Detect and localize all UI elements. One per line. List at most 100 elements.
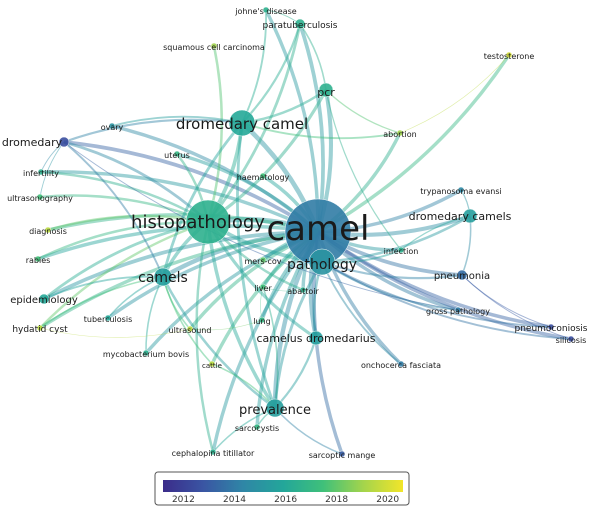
- link-histopathology-prevalence: [206, 221, 277, 409]
- node-dromedary[interactable]: [58, 136, 70, 148]
- link-abortion-testosterone: [399, 54, 510, 134]
- node-testosterone[interactable]: [505, 51, 513, 59]
- label-prevalence[interactable]: prevalence: [239, 403, 311, 418]
- label-pneumonia[interactable]: pneumonia: [434, 271, 490, 282]
- node-ovary[interactable]: [108, 122, 116, 130]
- label-abortion[interactable]: abortion: [383, 130, 417, 139]
- link-prevalence-liver: [262, 286, 279, 409]
- node-pathology[interactable]: [308, 248, 336, 276]
- label-dromedary_camel[interactable]: dromedary camel: [176, 115, 308, 133]
- label-dromedary[interactable]: dromedary: [2, 136, 63, 149]
- legend-tick-2014: 2014: [223, 495, 246, 505]
- node-camelus_dromedarius[interactable]: [308, 330, 324, 346]
- label-camelus_dromedarius[interactable]: camelus dromedarius: [256, 332, 375, 345]
- node-infertility[interactable]: [37, 168, 45, 176]
- label-mers_cov[interactable]: mers-cov: [244, 257, 281, 266]
- label-onchocerca[interactable]: onchocerca fasciata: [361, 361, 441, 370]
- link-dromedary_camel-prevalence: [236, 122, 277, 409]
- label-pathology[interactable]: pathology: [287, 257, 357, 273]
- node-cattle[interactable]: [208, 360, 216, 368]
- node-paratuberculosis[interactable]: [294, 18, 306, 30]
- node-cephalopina[interactable]: [209, 448, 217, 456]
- label-gross_pathology[interactable]: gross pathology: [426, 307, 490, 316]
- label-infertility[interactable]: infertility: [23, 169, 59, 178]
- node-pcr[interactable]: [318, 82, 334, 98]
- label-camels[interactable]: camels: [138, 270, 188, 286]
- label-paratuberculosis[interactable]: paratuberculosis: [263, 21, 338, 31]
- label-cephalopina[interactable]: cephalopina titillator: [172, 449, 255, 458]
- node-trypanosoma[interactable]: [457, 186, 465, 194]
- link-ultrasound-lung: [189, 319, 263, 331]
- label-johnes_disease[interactable]: johne's disease: [234, 7, 297, 16]
- node-rabies[interactable]: [34, 255, 42, 263]
- label-trypanosoma[interactable]: trypanosoma evansi: [420, 187, 501, 196]
- link-pathology-gross_pathology: [321, 261, 459, 311]
- label-testosterone[interactable]: testosterone: [484, 52, 535, 61]
- label-liver[interactable]: liver: [254, 284, 272, 293]
- node-pneumonia[interactable]: [456, 269, 468, 281]
- nodes-layer: [34, 6, 575, 458]
- label-infection[interactable]: infection: [384, 247, 419, 256]
- label-haematology[interactable]: haematology: [237, 173, 290, 182]
- legend-tick-2018: 2018: [325, 495, 348, 505]
- node-liver[interactable]: [259, 283, 267, 291]
- link-pathology-pneumoconiosis: [321, 261, 552, 328]
- node-epidemiology[interactable]: [38, 293, 50, 305]
- label-rabies[interactable]: rabies: [26, 256, 51, 265]
- label-hydatid_cyst[interactable]: hydatid cyst: [12, 325, 68, 335]
- node-ultrasonography[interactable]: [36, 193, 44, 201]
- label-sarcocystis[interactable]: sarcocystis: [235, 424, 279, 433]
- label-camel[interactable]: camel: [266, 209, 369, 249]
- link-camel-infertility: [40, 170, 319, 234]
- label-sarcoptic[interactable]: sarcoptic mange: [309, 451, 376, 460]
- node-haematology[interactable]: [259, 172, 267, 180]
- node-camels[interactable]: [153, 267, 173, 287]
- link-dromedary_camel-dromedary: [63, 118, 243, 144]
- node-hydatid_cyst[interactable]: [36, 324, 44, 332]
- label-ultrasonography[interactable]: ultrasonography: [7, 194, 73, 203]
- label-ovary[interactable]: ovary: [101, 123, 124, 132]
- node-silicosis[interactable]: [567, 335, 575, 343]
- node-pneumoconiosis[interactable]: [547, 323, 555, 331]
- label-mycobacterium[interactable]: mycobacterium bovis: [103, 350, 189, 359]
- node-mers_cov[interactable]: [259, 256, 267, 264]
- node-tuberculosis[interactable]: [104, 314, 112, 322]
- node-dromedary_camels[interactable]: [462, 208, 478, 224]
- node-onchocerca[interactable]: [397, 360, 405, 368]
- node-dromedary_camel[interactable]: [228, 109, 256, 137]
- label-dromedary_camels[interactable]: dromedary camels: [409, 210, 512, 223]
- node-abortion[interactable]: [396, 129, 404, 137]
- label-abattoir[interactable]: abattoir: [287, 287, 319, 296]
- node-infection[interactable]: [397, 246, 405, 254]
- label-cattle[interactable]: cattle: [202, 362, 222, 370]
- label-histopathology[interactable]: histopathology: [131, 212, 265, 233]
- label-squamous[interactable]: squamous cell carcinoma: [163, 43, 265, 52]
- label-tuberculosis[interactable]: tuberculosis: [84, 315, 132, 324]
- label-ultrasound[interactable]: ultrasound: [169, 326, 212, 335]
- node-sarcocystis[interactable]: [253, 423, 261, 431]
- node-sarcoptic[interactable]: [338, 450, 346, 458]
- label-pcr[interactable]: pcr: [317, 86, 335, 99]
- node-histopathology[interactable]: [185, 199, 231, 245]
- link-dromedary_camels-infection: [400, 215, 471, 251]
- node-gross_pathology[interactable]: [454, 306, 462, 314]
- link-camel-epidemiology: [43, 230, 319, 301]
- label-lung[interactable]: lung: [253, 317, 270, 326]
- label-epidemiology[interactable]: epidemiology: [10, 295, 78, 306]
- node-diagnosis[interactable]: [44, 226, 52, 234]
- node-uterus[interactable]: [173, 150, 181, 158]
- link-dromedary-gross_pathology: [63, 141, 459, 311]
- label-uterus[interactable]: uterus: [164, 151, 190, 160]
- node-squamous[interactable]: [210, 42, 218, 50]
- label-pneumoconiosis[interactable]: pneumoconiosis: [515, 324, 588, 334]
- node-ultrasound[interactable]: [186, 325, 194, 333]
- node-lung[interactable]: [258, 316, 266, 324]
- node-abattoir[interactable]: [299, 286, 307, 294]
- label-silicosis[interactable]: silicosis: [556, 336, 587, 345]
- node-johnes_disease[interactable]: [262, 6, 270, 14]
- node-mycobacterium[interactable]: [142, 349, 150, 357]
- node-prevalence[interactable]: [265, 398, 285, 418]
- link-camels-dromedary: [63, 141, 164, 278]
- label-diagnosis[interactable]: diagnosis: [29, 227, 67, 236]
- link-histopathology-cephalopina: [195, 221, 215, 453]
